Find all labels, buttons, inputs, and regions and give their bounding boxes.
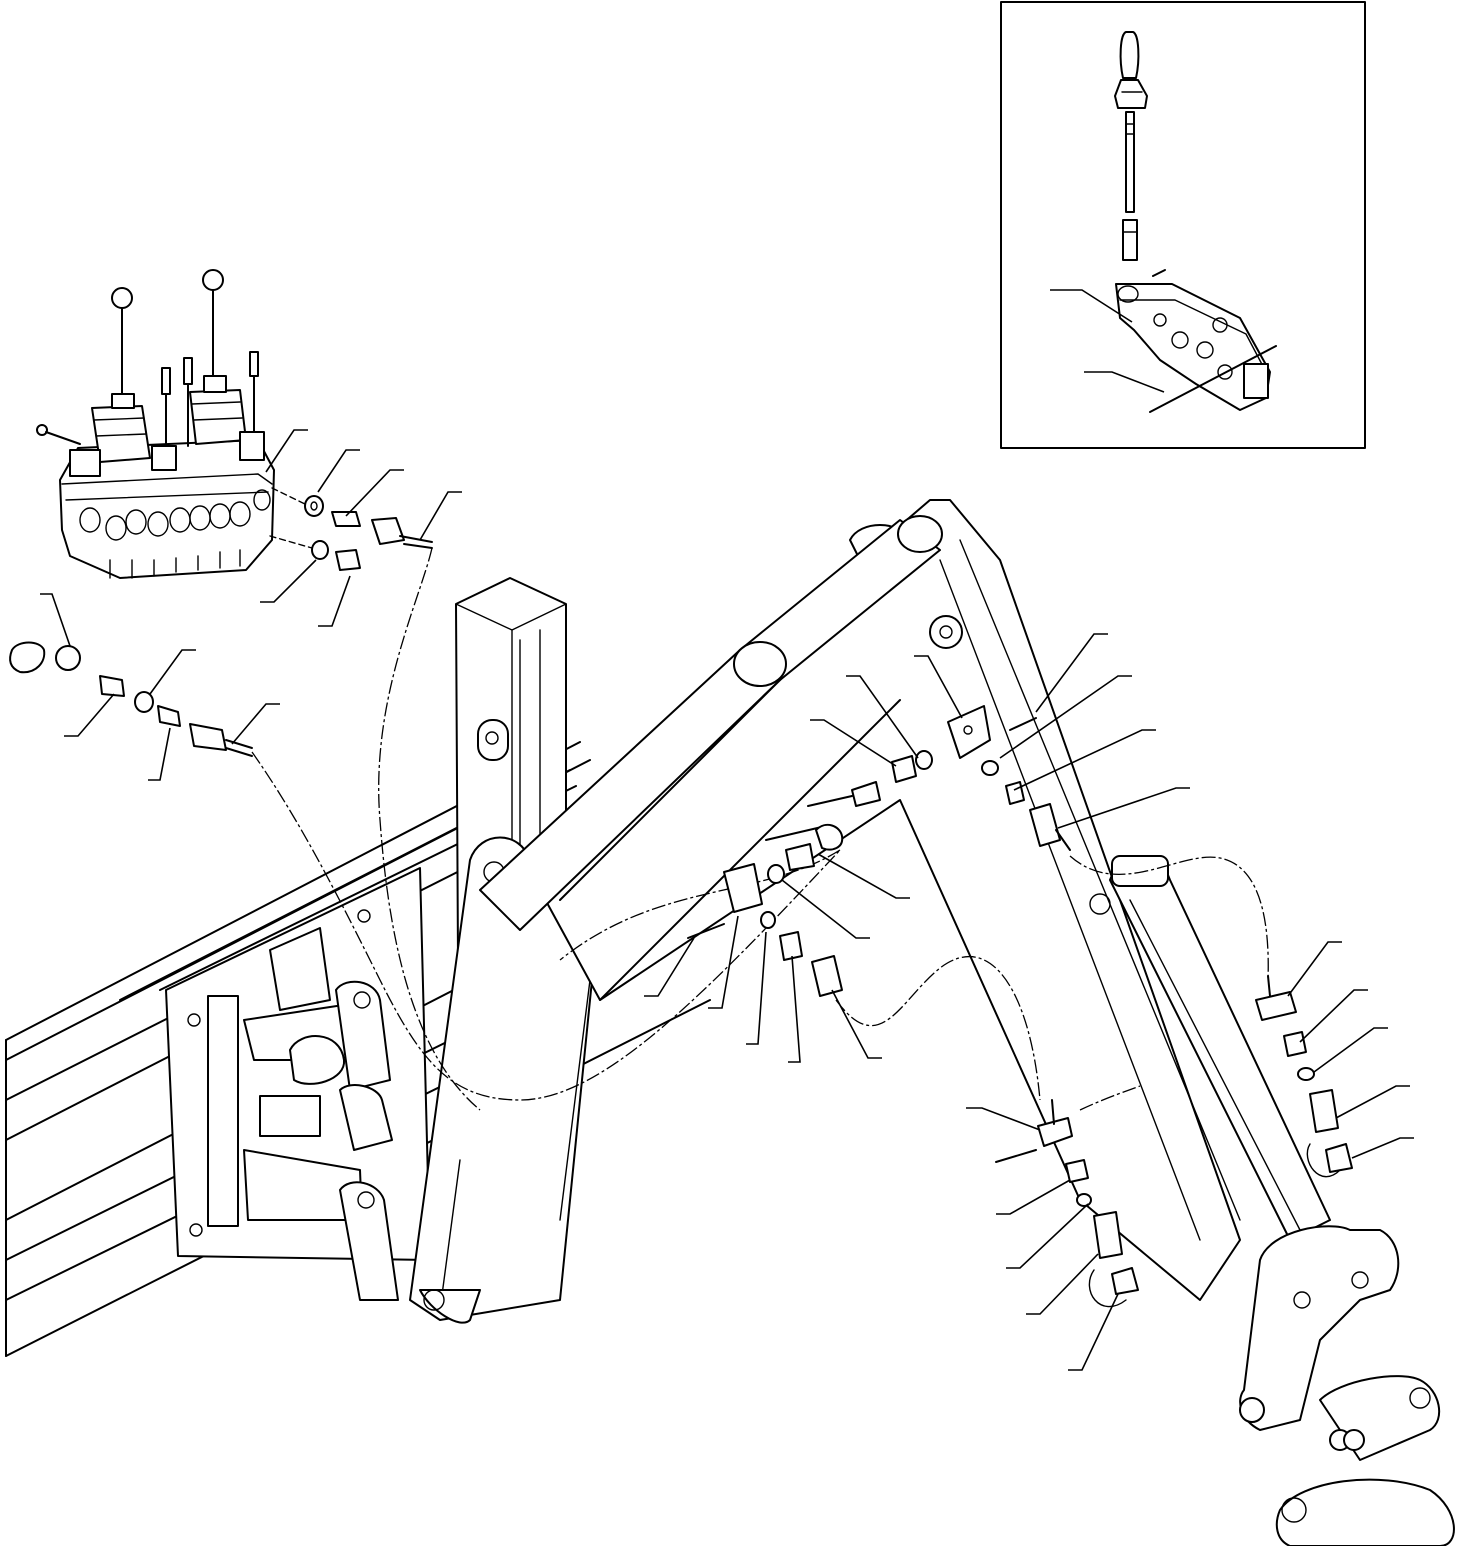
valve-block bbox=[59, 439, 275, 579]
inset-lever-rod bbox=[1125, 111, 1135, 213]
plug-2 bbox=[55, 645, 81, 671]
hose-end-2 bbox=[189, 723, 227, 751]
callout-leaders bbox=[40, 429, 1414, 1371]
washer-2 bbox=[311, 540, 329, 560]
inset-detail bbox=[1000, 1, 1366, 449]
plug-1 bbox=[335, 549, 361, 571]
inset-frame bbox=[1000, 1, 1366, 449]
joystick-boot-right bbox=[189, 389, 247, 445]
inset-lever-knob bbox=[1119, 31, 1140, 79]
mounting-plate bbox=[165, 867, 431, 1301]
hose-end-1 bbox=[371, 517, 405, 545]
cap bbox=[9, 641, 46, 674]
inset-valve-section bbox=[1115, 283, 1271, 411]
dipper-cylinder bbox=[1109, 855, 1331, 1241]
inset-tie-rod bbox=[1149, 345, 1277, 413]
dipper-fittings bbox=[995, 975, 1353, 1308]
left-fittings bbox=[9, 641, 253, 757]
bucket bbox=[1275, 1478, 1455, 1546]
inset-lever-boot bbox=[1114, 79, 1148, 109]
boom-cylinder bbox=[479, 515, 943, 931]
inset-spool bbox=[1122, 219, 1138, 261]
boom-fittings bbox=[687, 705, 1071, 997]
joystick-ball-right bbox=[202, 269, 224, 291]
hoses bbox=[251, 547, 1269, 1111]
valve-fittings bbox=[269, 487, 433, 571]
adapter-1 bbox=[331, 511, 361, 527]
block-lower bbox=[723, 863, 763, 913]
control-valve-assembly bbox=[36, 269, 275, 579]
dipper-link bbox=[1239, 1225, 1455, 1546]
block-upper bbox=[947, 705, 991, 759]
washer-1 bbox=[304, 495, 324, 517]
joystick-ball-left bbox=[111, 287, 133, 309]
